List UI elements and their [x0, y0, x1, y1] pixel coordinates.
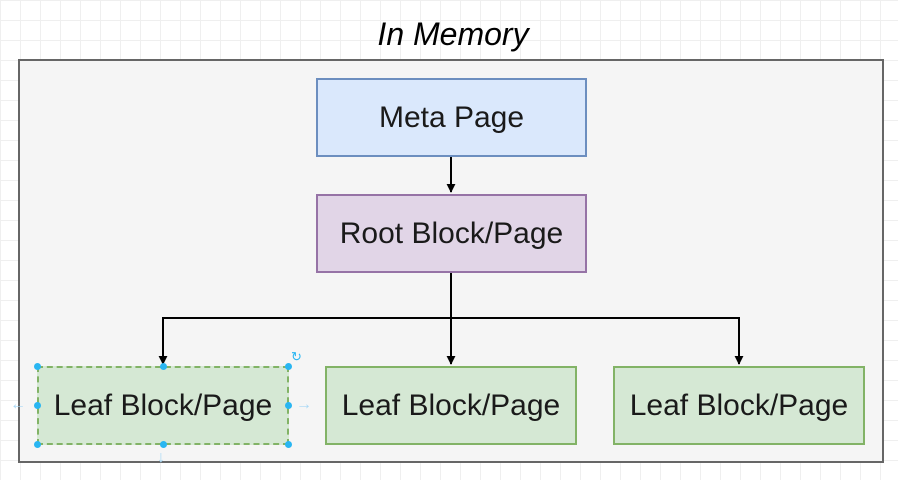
- resize-handle-s[interactable]: [160, 441, 167, 448]
- resize-handle-se[interactable]: [285, 441, 292, 448]
- connect-arrow-down-icon[interactable]: ↓: [157, 449, 165, 466]
- leaf-block-node-3[interactable]: Leaf Block/Page: [613, 366, 865, 445]
- resize-handle-nw[interactable]: [34, 363, 41, 370]
- resize-handle-n[interactable]: [160, 363, 167, 370]
- connect-arrow-right-icon[interactable]: →: [296, 396, 312, 413]
- diagram-title: In Memory: [377, 16, 529, 52]
- connect-arrow-left-icon[interactable]: ←: [10, 396, 26, 413]
- resize-handle-sw[interactable]: [34, 441, 41, 448]
- resize-handle-ne[interactable]: [285, 363, 292, 370]
- leaf-block-node-2[interactable]: Leaf Block/Page: [325, 366, 577, 445]
- meta-page-node[interactable]: Meta Page: [316, 78, 587, 157]
- root-block-node[interactable]: Root Block/Page: [316, 194, 587, 273]
- rotate-handle-icon[interactable]: ↻: [291, 349, 302, 364]
- leaf-block-node-1[interactable]: Leaf Block/Page: [37, 366, 289, 445]
- resize-handle-e[interactable]: [285, 402, 292, 409]
- resize-handle-w[interactable]: [34, 402, 41, 409]
